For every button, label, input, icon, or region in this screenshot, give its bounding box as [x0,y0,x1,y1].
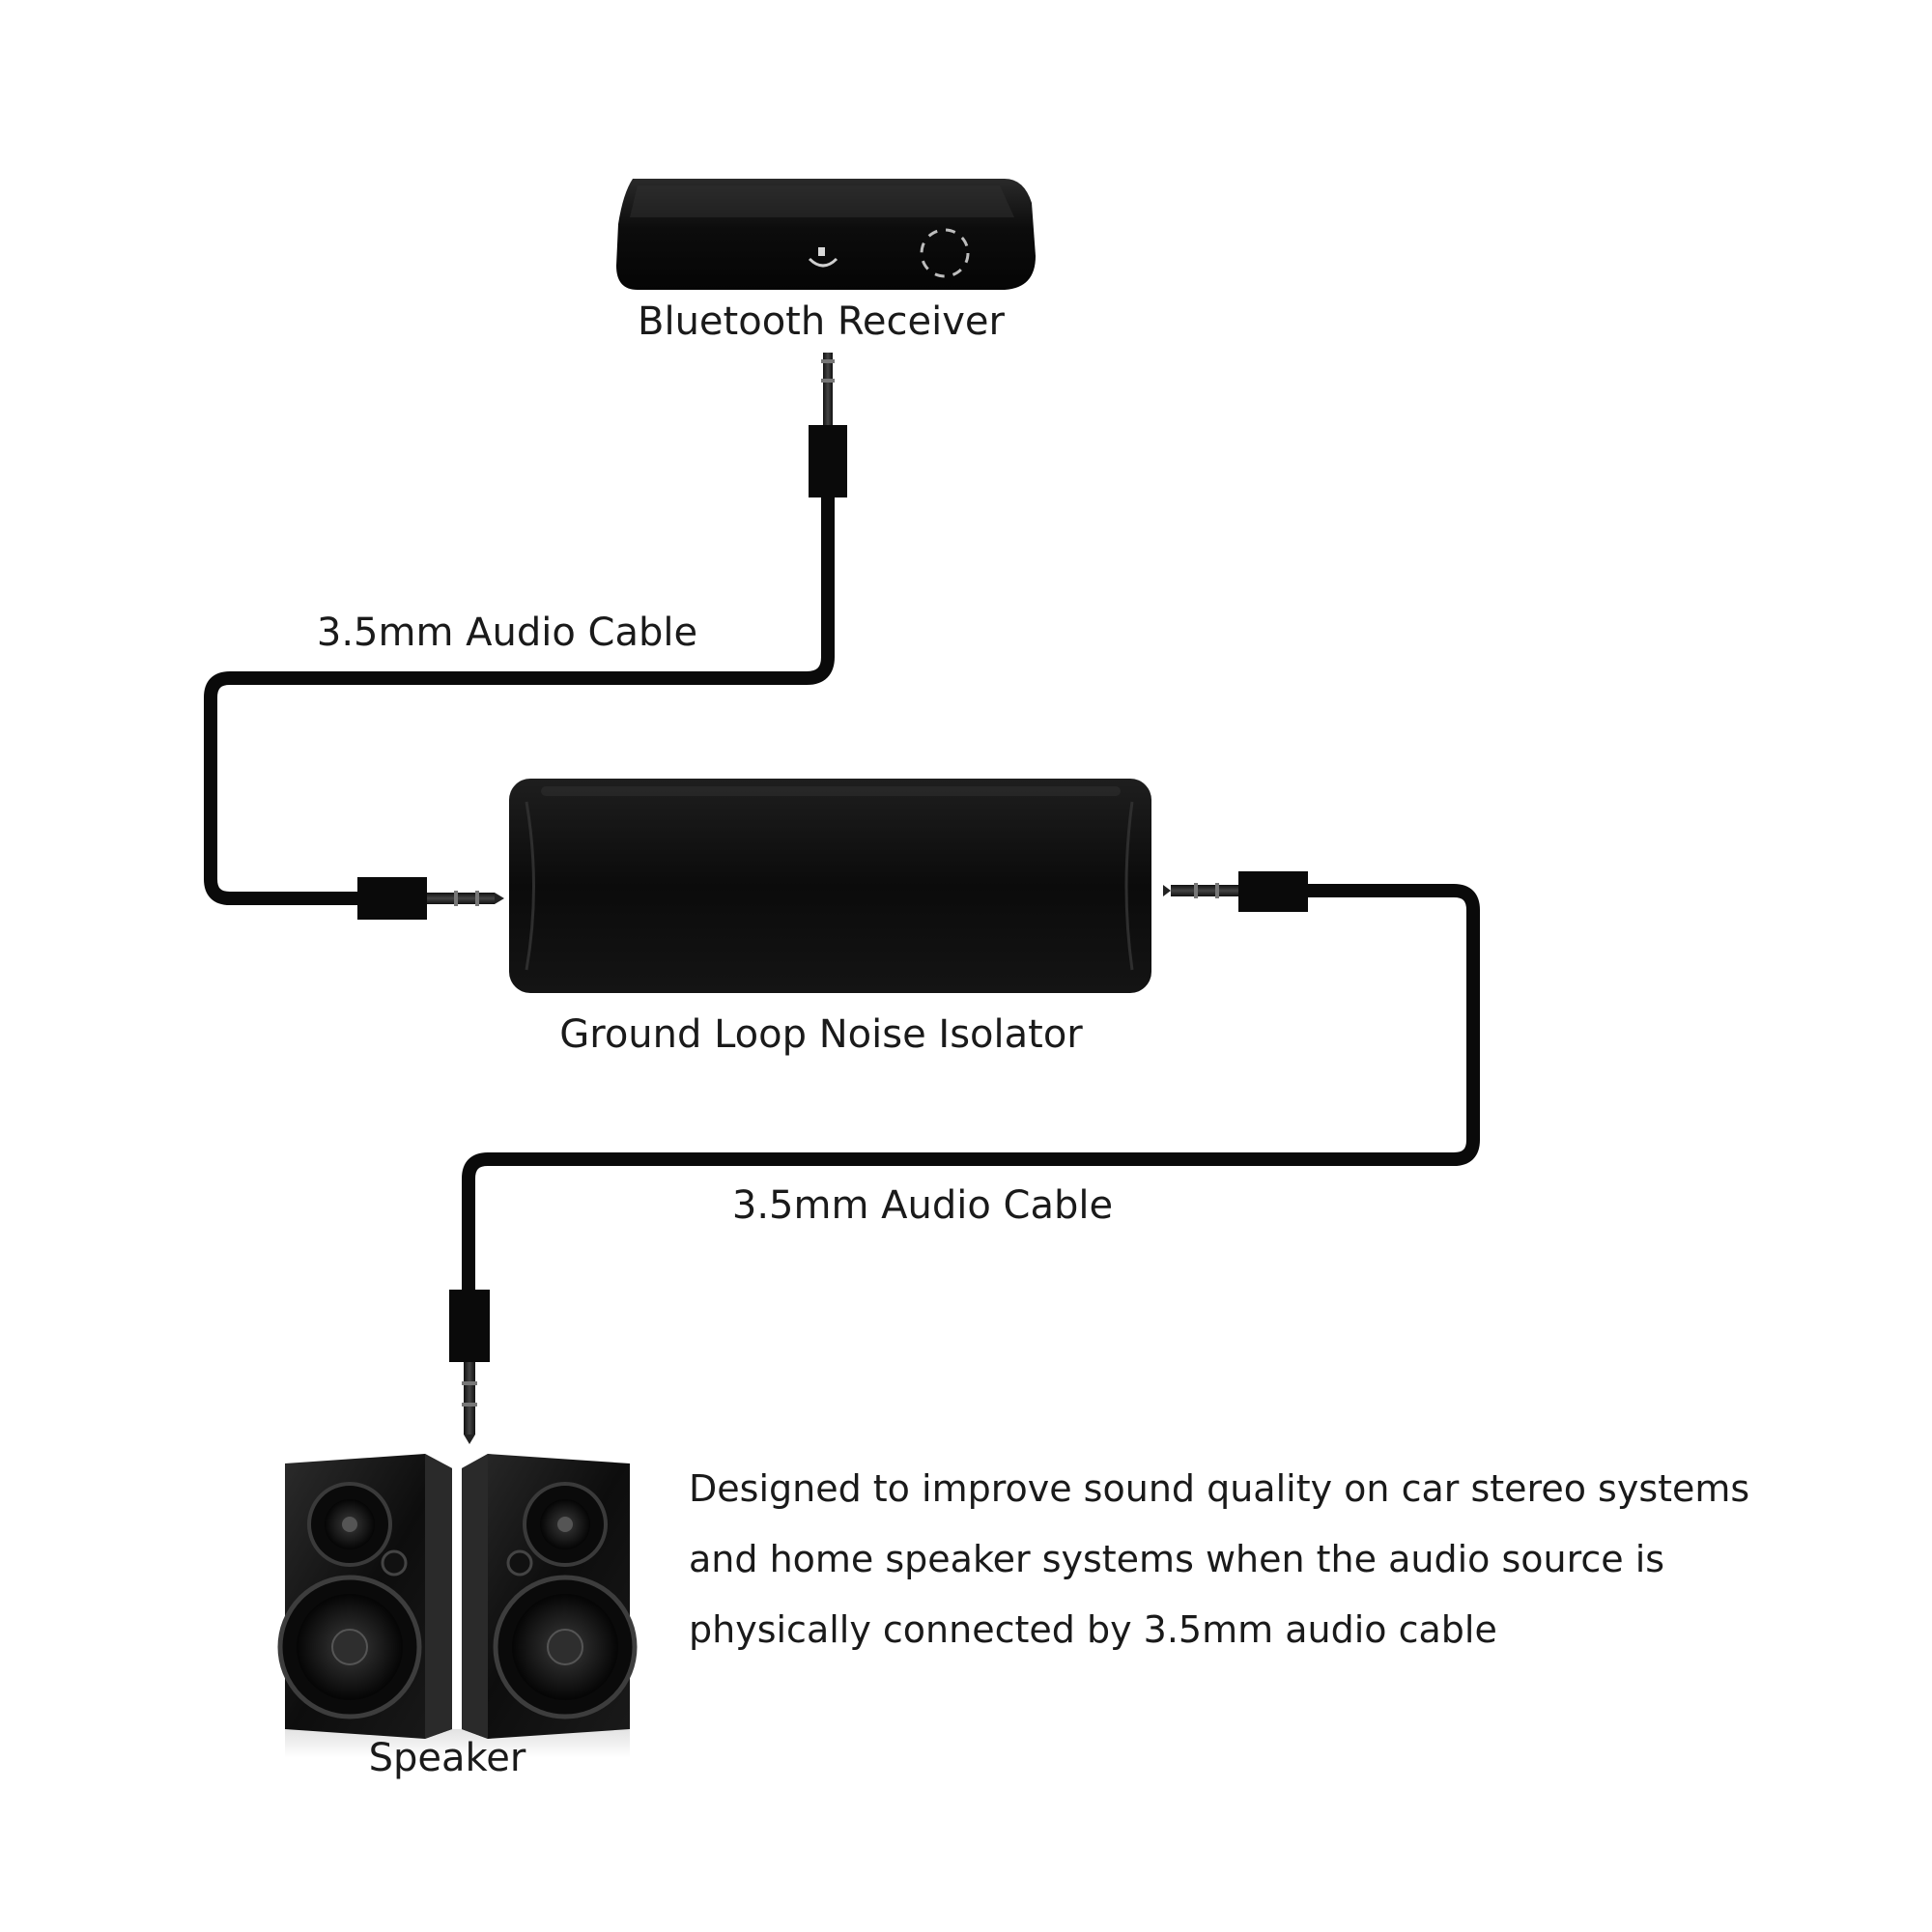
description-line: and home speaker systems when the audio … [689,1538,1665,1580]
ground-loop-isolator-device [509,779,1151,993]
tweeter-left [307,1482,392,1567]
plug-isolator-input [357,877,504,920]
product-description: Designed to improve sound quality on car… [689,1454,1838,1665]
audio-cable-bottom [449,871,1480,1444]
speaker-right [462,1454,638,1739]
bluetooth-ring-icon [920,228,970,278]
label-bluetooth-receiver: Bluetooth Receiver [638,299,1005,344]
bass-port-left [381,1549,408,1577]
tweeter-right [523,1482,608,1567]
plug-isolator-output [1163,871,1308,912]
woofer-left [277,1575,422,1719]
label-audio-cable-top: 3.5mm Audio Cable [316,611,698,655]
description-line: physically connected by 3.5mm audio cabl… [689,1608,1497,1651]
audio-cable-top [204,353,847,920]
woofer-right [493,1575,638,1719]
description-line: Designed to improve sound quality on car… [689,1467,1750,1510]
power-icon [808,247,838,268]
plug-receiver-end [809,353,847,497]
label-ground-loop-isolator: Ground Loop Noise Isolator [559,1012,1083,1057]
speaker-pair [277,1454,638,1758]
label-audio-cable-bottom: 3.5mm Audio Cable [731,1183,1114,1228]
speaker-left [277,1454,452,1739]
bass-port-right [506,1549,533,1577]
plug-speaker-end [449,1290,490,1444]
bluetooth-receiver-device [616,179,1036,290]
label-speaker: Speaker [368,1736,526,1780]
